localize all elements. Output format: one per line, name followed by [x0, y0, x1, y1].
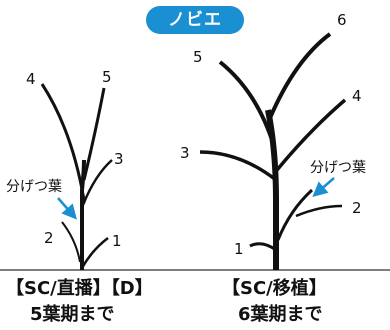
right-leaf-1 [249, 242, 277, 252]
right-leaf-number-4: 4 [352, 87, 362, 105]
left-leaf-3 [81, 159, 113, 206]
left-tiller-arrow [57, 197, 77, 220]
title-text: ノビエ [168, 10, 222, 30]
right-leaf-5 [218, 60, 274, 141]
right-stem [265, 109, 279, 270]
right-tiller [276, 188, 314, 241]
right-leaf-4 [275, 98, 347, 172]
left-tiller-label: 分げつ葉 [6, 179, 62, 195]
left-leaf-5 [82, 87, 106, 181]
right-leaf-3 [199, 150, 278, 182]
left-leaf-4 [40, 83, 86, 201]
left-caption-stage: 5葉期まで [30, 304, 115, 325]
title-badge: ノビエ [146, 6, 244, 34]
left-leaf-2 [61, 221, 81, 263]
right-caption-method: 【SC/移植】 [222, 278, 327, 299]
left-plant [40, 83, 113, 270]
right-leaf-number-6: 6 [337, 11, 347, 29]
right-plant [199, 32, 347, 270]
right-leaf-6 [268, 32, 332, 119]
right-caption-stage: 6葉期まで [238, 304, 323, 325]
left-leaf-number-2: 2 [44, 229, 54, 247]
right-leaf-number-5: 5 [193, 48, 203, 66]
right-leaf-number-3: 3 [180, 144, 190, 162]
right-tiller-label: 分げつ葉 [310, 160, 366, 176]
left-leaf-number-4: 4 [26, 70, 36, 88]
right-leaf-2 [295, 204, 343, 218]
left-leaf-number-3: 3 [114, 150, 124, 168]
left-caption-method: 【SC/直播】【D】 [6, 278, 153, 299]
left-leaf-1 [80, 237, 109, 269]
right-leaf-number-1: 1 [234, 240, 244, 258]
right-leaf-number-2: 2 [352, 199, 362, 217]
left-leaf-number-1: 1 [112, 232, 122, 250]
right-tiller-arrow [312, 177, 335, 197]
left-leaf-number-5: 5 [102, 68, 112, 86]
